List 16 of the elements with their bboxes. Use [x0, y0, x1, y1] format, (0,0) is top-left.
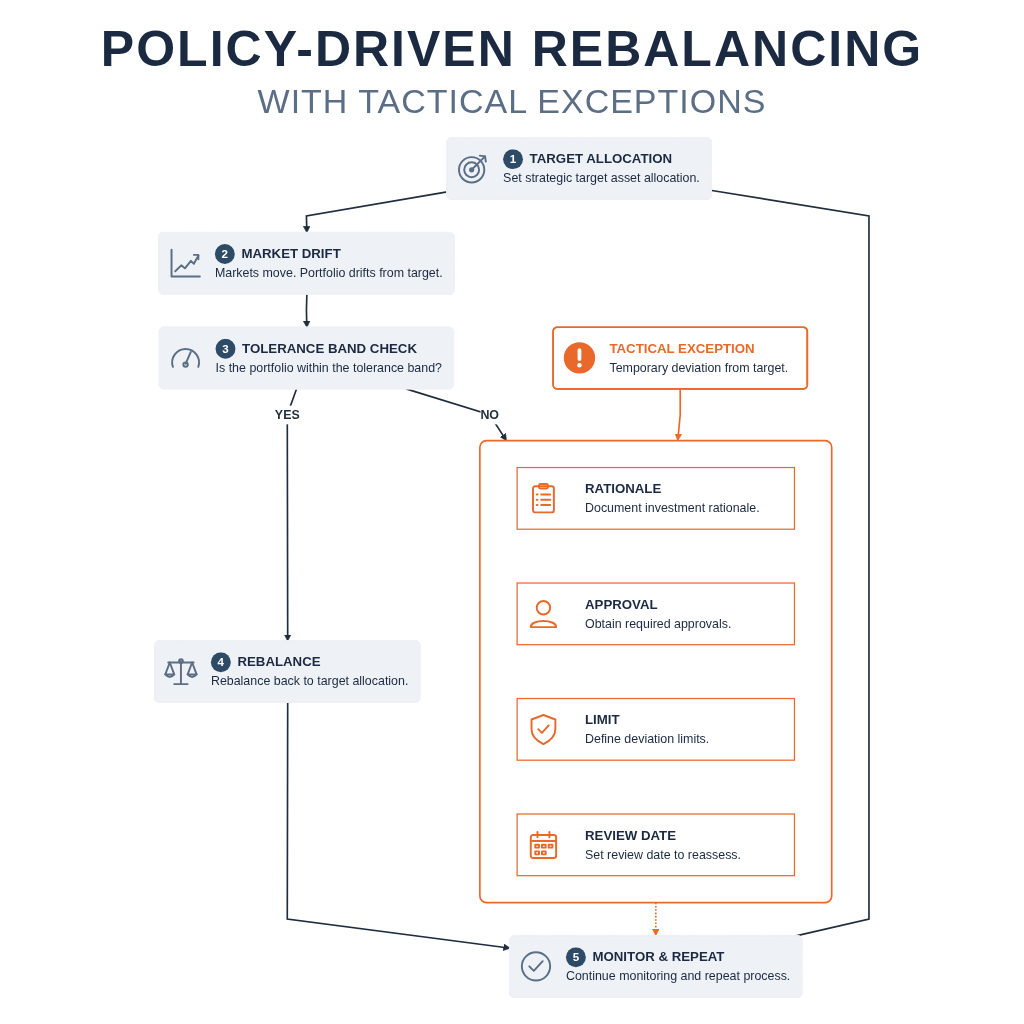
- node-box: APPROVAL Obtain required approvals.: [516, 582, 796, 646]
- edge-label: NO: [480, 407, 500, 422]
- edge-label: YES: [275, 407, 300, 422]
- node-box: REVIEW DATE Set review date to reassess.: [516, 813, 796, 877]
- arrow: [674, 388, 683, 441]
- arrow: [652, 901, 660, 937]
- arrow: [286, 702, 511, 951]
- cluster: [479, 439, 833, 904]
- subtitle: WITH TACTICAL EXCEPTIONS: [257, 82, 767, 121]
- diagram-title: POLICY-DRIVEN REBALANCING: [100, 20, 924, 78]
- arrow: [303, 293, 311, 328]
- connector: [711, 189, 870, 937]
- node-box: RATIONALE Document investment rationale.: [516, 466, 796, 530]
- arrow: [284, 388, 298, 642]
- arrow: [303, 191, 449, 234]
- node-box: LIMIT Define deviation limits.: [516, 697, 796, 761]
